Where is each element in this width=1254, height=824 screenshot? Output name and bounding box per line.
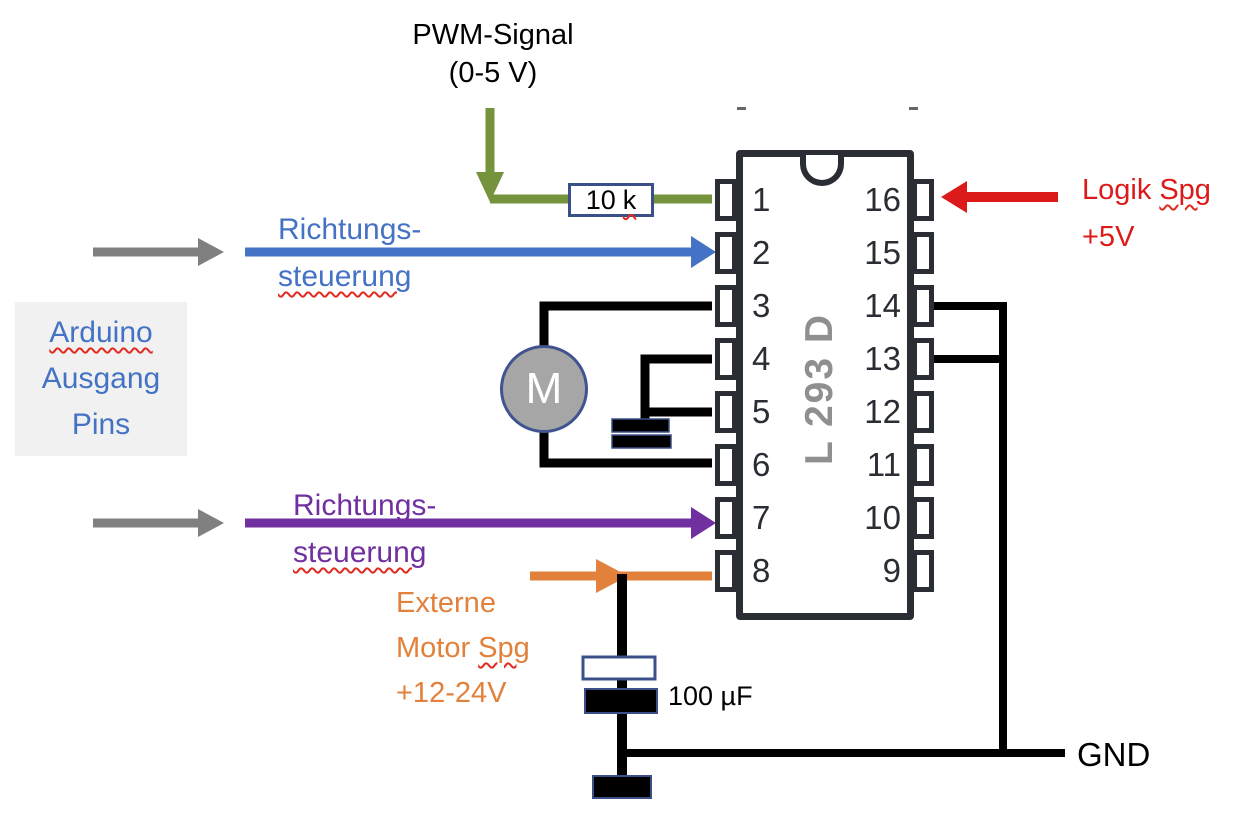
- pin-number-11: 11: [866, 446, 901, 483]
- arduino-output-pins-box: Arduino Ausgang Pins: [15, 302, 187, 456]
- purple-arrowhead-icon: [691, 507, 716, 539]
- pin-number-8: 8: [752, 552, 771, 589]
- pwm-arrowhead-icon: [476, 172, 504, 202]
- direction-label-top: Richtungs- steuerung: [278, 206, 421, 300]
- ground-symbol: [611, 418, 672, 449]
- direction-label-bottom: Richtungs- steuerung: [293, 482, 436, 576]
- pin-number-7: 7: [752, 499, 771, 536]
- pin-box-10: [912, 497, 934, 539]
- capacitor-plate-top: [581, 655, 657, 681]
- gray-arrow-top: [93, 238, 224, 266]
- pin-box-11: [912, 444, 934, 486]
- motor-letter: M: [525, 364, 563, 413]
- capacitor-value-label: 100 µF: [668, 681, 753, 711]
- pin-number-10: 10: [864, 499, 901, 536]
- pin-number-14: 14: [864, 287, 901, 324]
- pin-box-14: [912, 285, 934, 327]
- ground-bar: [611, 434, 672, 449]
- pin-number-2: 2: [752, 234, 771, 271]
- pin-box-2: [715, 232, 737, 274]
- pin-number-5: 5: [752, 393, 771, 430]
- direction-bottom-line1: Richtungs-: [293, 489, 437, 522]
- external-supply-line3: +12-24V: [396, 677, 507, 709]
- resistor-value: 10: [585, 184, 616, 215]
- external-supply-abbr: Spg: [478, 632, 530, 664]
- right-gnd-wires: [622, 302, 1065, 757]
- logic-supply-abbr: Spg: [1159, 174, 1211, 206]
- pin-number-9: 9: [882, 552, 901, 589]
- external-supply-line1: Externe: [396, 587, 496, 619]
- gnd-wires-pins-4-5: [640, 354, 712, 421]
- capacitor-plate-bottom: [584, 688, 658, 714]
- pin-box-16: [912, 179, 934, 221]
- resistor-10k: 10 k: [568, 183, 654, 217]
- orange-arrowhead-icon: [596, 559, 628, 593]
- logic-supply-line2: +5V: [1082, 221, 1135, 253]
- arduino-line2: Ausgang: [41, 362, 161, 395]
- logic-supply-word: Logik: [1082, 174, 1152, 206]
- pin-number-16: 16: [864, 181, 901, 218]
- pin-number-13: 13: [864, 340, 901, 377]
- pin-box-6: [715, 444, 737, 486]
- pwm-signal-line2: (0-5 V): [448, 57, 538, 89]
- direction-top-line2: steuerung: [278, 260, 412, 293]
- pin-box-9: [912, 550, 934, 592]
- pin-box-3: [715, 285, 737, 327]
- pin-number-1: 1: [752, 181, 771, 218]
- motor-wires: [539, 301, 712, 468]
- pin-box-5: [715, 391, 737, 433]
- pin-number-12: 12: [864, 393, 901, 430]
- capacitor-branch: [581, 574, 658, 799]
- pwm-signal-line1: PWM-Signal: [412, 19, 574, 51]
- pin-box-15: [912, 232, 934, 274]
- blue-direction-arrow: [245, 236, 716, 268]
- gray-arrow-bottom: [93, 509, 224, 537]
- blue-arrowhead-icon: [691, 236, 716, 268]
- arduino-line1: Arduino: [49, 316, 153, 349]
- gray-arrowhead-icon: [198, 509, 224, 537]
- arduino-line3: Pins: [71, 408, 131, 441]
- pin-box-7: [715, 497, 737, 539]
- pin-number-3: 3: [752, 287, 771, 324]
- red-arrowhead-icon: [941, 181, 967, 213]
- pin-box-8: [715, 550, 737, 592]
- pin-number-15: 15: [864, 234, 901, 271]
- pwm-signal-label: PWM-Signal (0-5 V): [393, 16, 593, 92]
- direction-top-line1: Richtungs-: [278, 213, 422, 246]
- pin-number-6: 6: [752, 446, 771, 483]
- motor-symbol: M: [500, 345, 588, 433]
- ic-chip-label: L 293 D: [798, 312, 841, 466]
- direction-bottom-line2: steuerung: [293, 536, 427, 569]
- ground-bar: [611, 418, 670, 433]
- resistor-unit: k: [622, 184, 637, 215]
- purple-direction-arrow: [245, 507, 716, 539]
- ground-terminal-bar: [592, 775, 652, 799]
- pin-box-12: [912, 391, 934, 433]
- gnd-label: GND: [1077, 736, 1151, 773]
- red-logic-arrow: [941, 181, 1058, 213]
- pin-box-1: [715, 179, 737, 221]
- pin-box-4: [715, 338, 737, 380]
- pin-box-13: [912, 338, 934, 380]
- external-supply-word: Motor: [396, 632, 471, 664]
- ic-chip-body: [736, 150, 914, 620]
- artifact-marks: [737, 107, 918, 110]
- pin-number-4: 4: [752, 340, 771, 377]
- gray-arrowhead-icon: [198, 238, 224, 266]
